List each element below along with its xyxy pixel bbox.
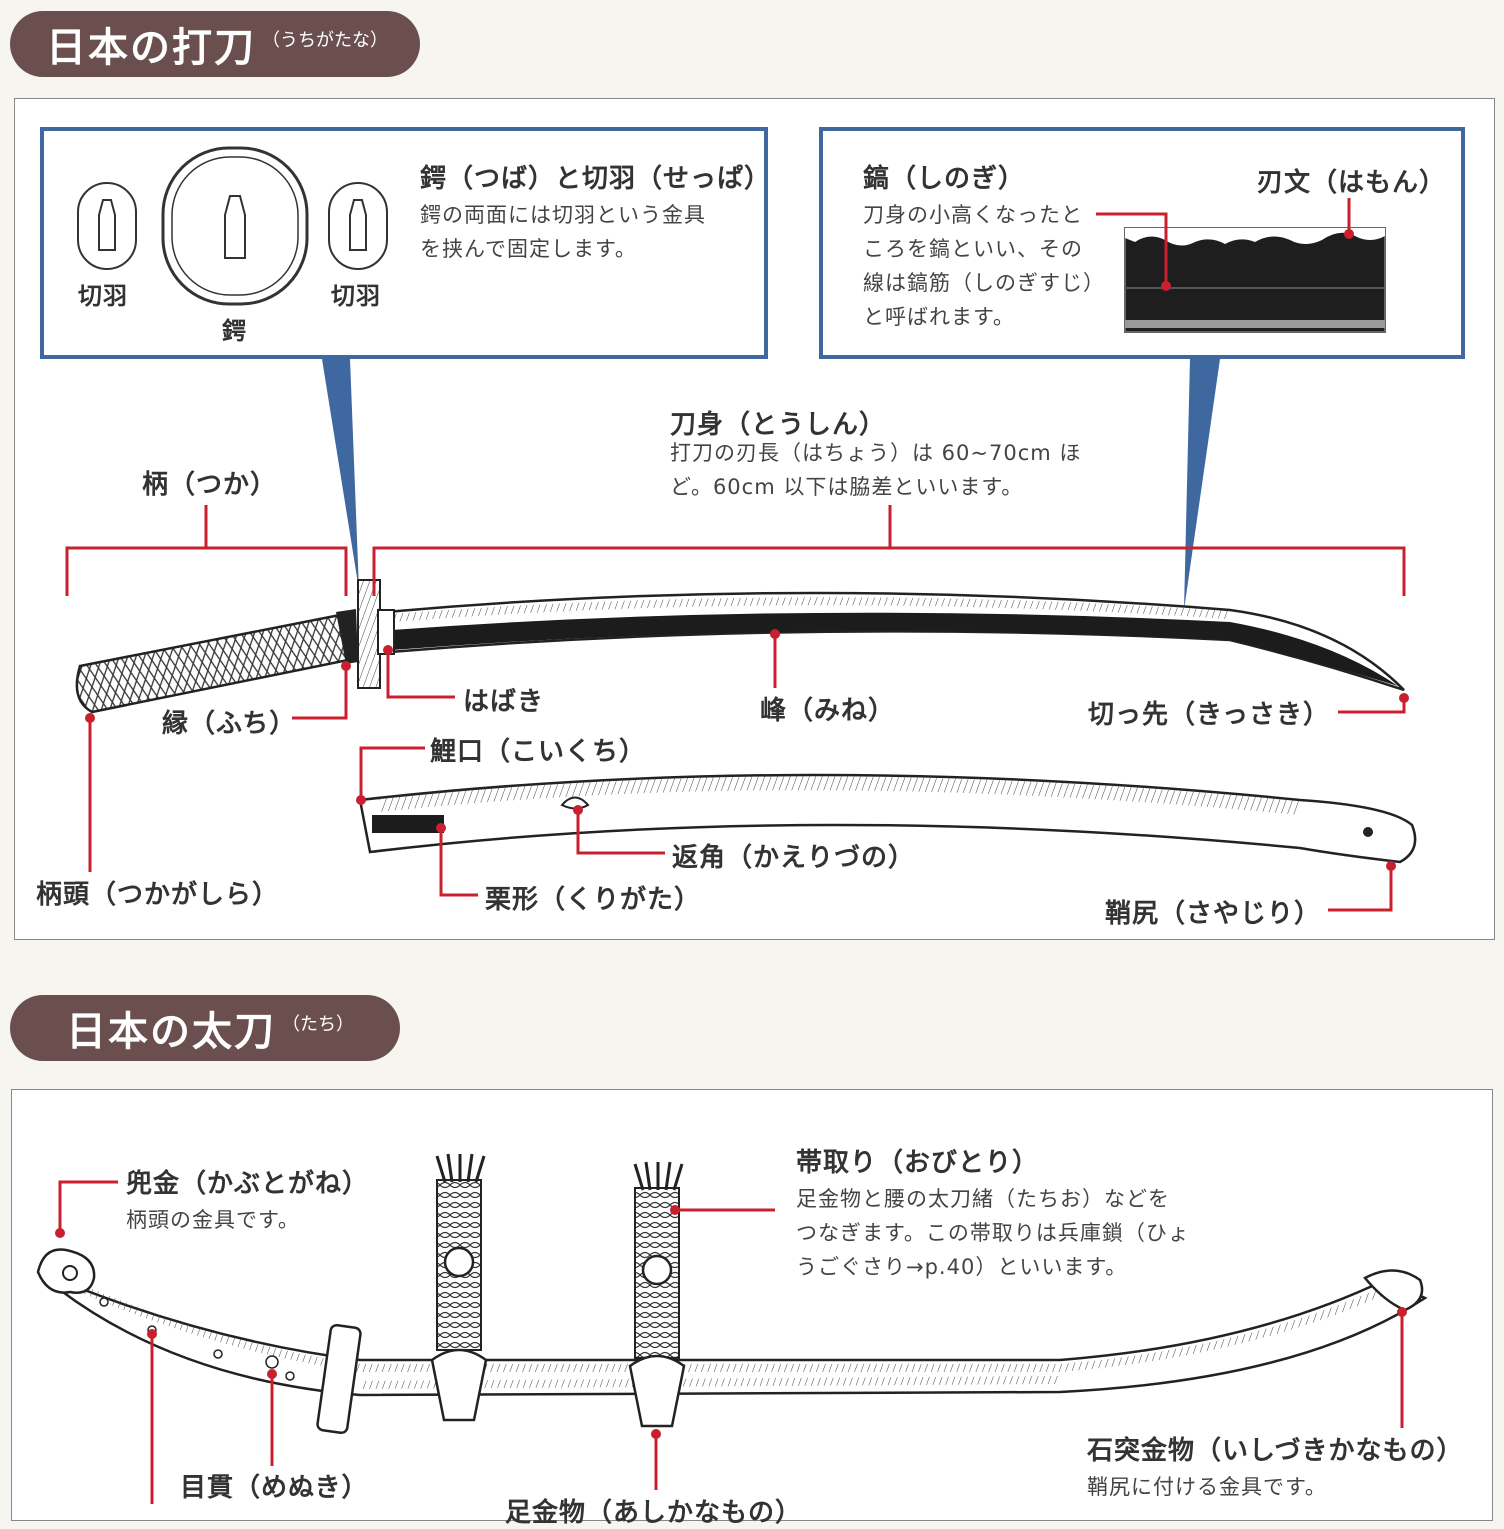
habaki-label: はばき <box>463 687 545 717</box>
tsuba-label: 鍔 <box>222 317 247 345</box>
tsuba-box <box>40 127 768 359</box>
section2-title-pill: 日本の太刀 （たち） <box>10 995 400 1061</box>
seppa-right-icon <box>328 182 388 270</box>
uchigatana-tsuba-shape <box>357 579 381 689</box>
ishizuki-icon <box>1363 1269 1424 1312</box>
shinogi-desc-line3: 線は鎬筋（しのぎすじ） <box>863 271 1105 295</box>
seppa-right-label: 切羽 <box>331 282 381 310</box>
koiguchi-label: 鯉口（こいくち） <box>430 737 647 767</box>
tsuka-bracket <box>65 505 348 596</box>
uchigatana-saya <box>358 773 1417 864</box>
shinogi-desc-line4: と呼ばれます。 <box>863 305 1015 329</box>
tsuba-desc-line2: を挟んで固定します。 <box>420 237 637 261</box>
section1-title-pill: 日本の打刀 （うちがたな） <box>10 11 420 77</box>
uchigatana-blade <box>384 591 1405 692</box>
kissaki-leader <box>1338 698 1406 714</box>
shinogi-heading: 鎬（しのぎ） <box>863 164 1026 194</box>
tachi-tsuba-shape <box>316 1323 362 1435</box>
toshin-desc-line2: ど。60cm 以下は脇差といいます。 <box>670 475 1024 499</box>
obitori-desc-line3: うごぐさり→p.40）といいます。 <box>796 1255 1128 1279</box>
ashikanamono-label: 足金物（あしかなもの） <box>505 1498 803 1528</box>
kabutogane-label: 兜金（かぶとがね） <box>126 1169 370 1199</box>
tachi-panel <box>11 1089 1493 1521</box>
tsuba-heading: 鍔（つば）と切羽（せっぱ） <box>420 164 772 194</box>
menuki-label: 目貫（めぬき） <box>180 1473 369 1503</box>
shinogi-desc-line1: 刀身の小高くなったと <box>863 203 1083 227</box>
blade-cross-section <box>1124 227 1386 333</box>
fuchi-leader <box>292 666 348 720</box>
kaerizuno-leader <box>576 810 665 855</box>
tsuba-desc-line1: 鍔の両面には切羽という金具 <box>420 203 706 227</box>
seppa-left-icon <box>77 182 137 270</box>
tsuka-label: 柄（つか） <box>142 470 278 500</box>
kabutogane-icon <box>36 1248 96 1294</box>
obitori-desc-line1: 足金物と腰の太刀緒（たちお）などを <box>796 1187 1170 1211</box>
shinogi-leader <box>1096 212 1168 286</box>
sayajiri-label: 鞘尻（さやじり） <box>1105 899 1322 929</box>
section1-title: 日本の打刀 <box>46 25 256 71</box>
habaki-leader <box>386 650 455 699</box>
tachi-saya <box>39 1270 1428 1397</box>
kabutogane-leader <box>58 1180 118 1233</box>
toshin-label: 刀身（とうしん） <box>670 410 887 440</box>
obitori-left <box>430 1153 488 1422</box>
sayajiri-leader <box>1328 866 1393 912</box>
kaerizuno-label: 返角（かえりづの） <box>672 843 916 873</box>
mine-label: 峰（みね） <box>760 696 896 726</box>
toshin-desc-line1: 打刀の刃長（はちょう）は 60~70cm ほ <box>670 441 1082 465</box>
obitori-label: 帯取り（おびとり） <box>796 1148 1040 1178</box>
shinogi-desc-line2: ころを鎬といい、その <box>863 237 1083 261</box>
section1-reading: （うちがたな） <box>262 30 388 51</box>
section2-reading: （たち） <box>282 1014 354 1035</box>
section2-title: 日本の太刀 <box>66 1009 276 1055</box>
obitori-right <box>628 1161 686 1428</box>
ishizuki-label: 石突金物（いしづきかなもの） <box>1087 1436 1464 1466</box>
tsuba-callout-wedge <box>322 359 359 590</box>
kissaki-label: 切っ先（きっさき） <box>1088 700 1330 730</box>
kabutogane-desc: 柄頭の金具です。 <box>126 1208 300 1232</box>
obitori-desc-line2: つなぎます。この帯取りは兵庫鎖（ひょ <box>796 1221 1190 1245</box>
seppa-left-label: 切羽 <box>78 282 128 310</box>
shinogi-callout-wedge <box>1184 359 1220 610</box>
kurigata-label: 栗形（くりがた） <box>485 885 702 915</box>
hamon-label: 刃文（はもん） <box>1257 168 1447 198</box>
kurigata-leader <box>439 828 478 897</box>
tsuba-icon <box>161 146 309 306</box>
tsukagashira-label: 柄頭（つかがしら） <box>36 880 280 910</box>
fuchi-label: 縁（ふち） <box>162 709 297 739</box>
ishizuki-desc: 鞘尻に付ける金具です。 <box>1087 1475 1327 1499</box>
koiguchi-leader <box>359 746 425 800</box>
toshin-bracket <box>372 505 1406 596</box>
uchigatana-tsuka <box>75 609 358 714</box>
